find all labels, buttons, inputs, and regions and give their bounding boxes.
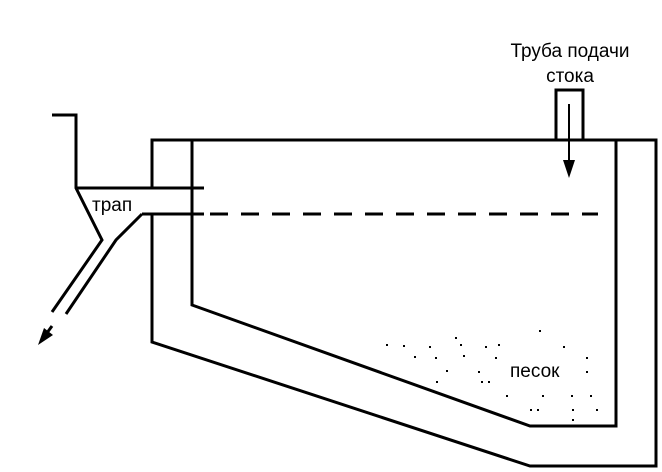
inlet-pipe [554,88,585,140]
trap-body [50,113,104,313]
inlet-pipe-label-line1: Труба подачи [510,41,629,62]
tank-outer-wall [150,138,658,468]
trap-label: трап [92,195,132,216]
sand-dots [386,330,598,421]
outflow-arrow-head [38,328,53,345]
inflow-arrow-head [563,160,575,178]
tank-inner-wall [190,140,618,428]
inlet-pipe-label-line2: стока [546,66,594,87]
sand-label: песок [510,361,560,382]
trap-inner [64,212,144,315]
